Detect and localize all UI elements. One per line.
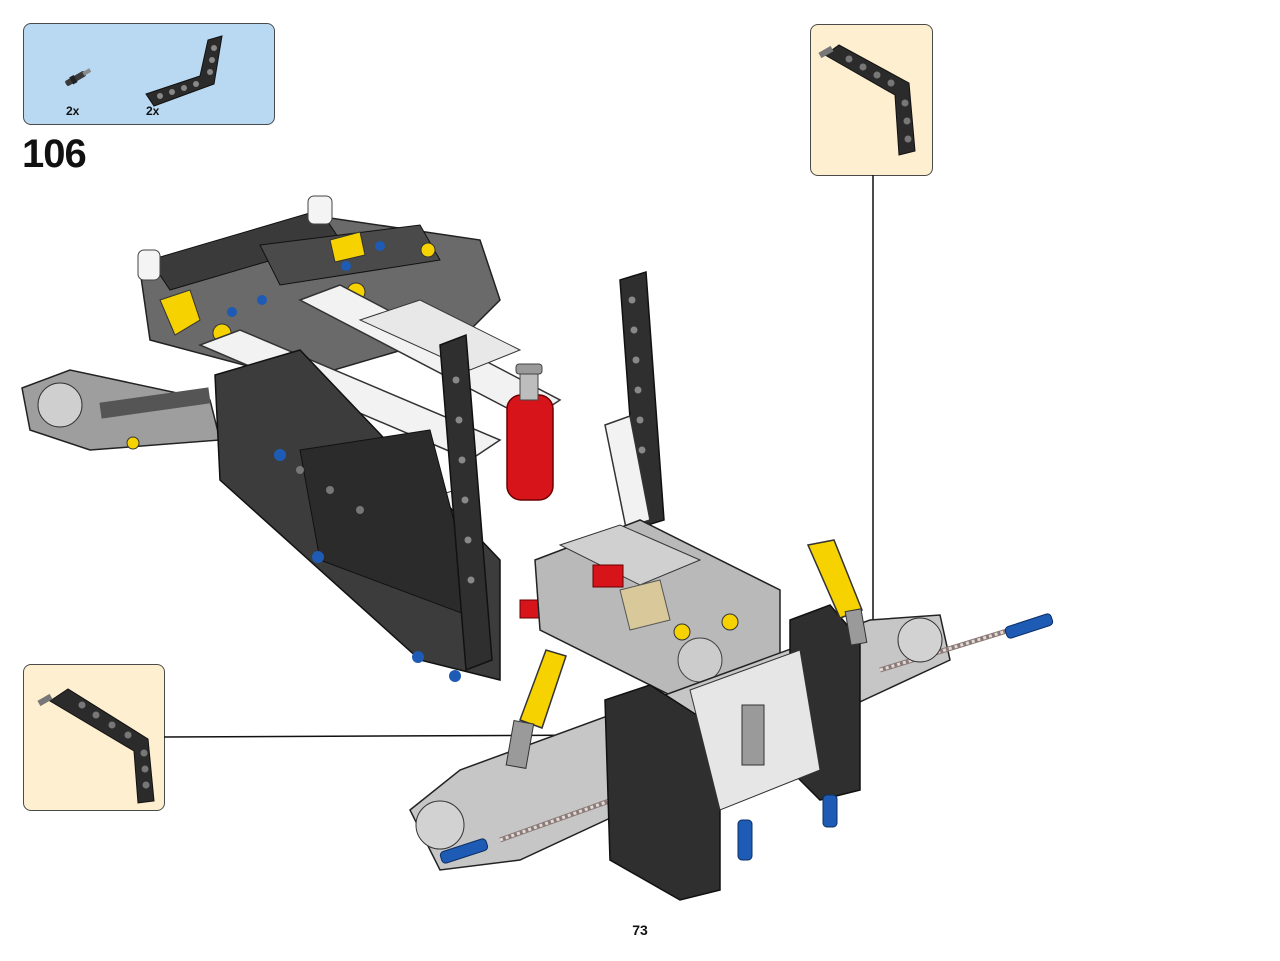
part-quantity-axle-pin: 2x — [66, 104, 80, 118]
front-cross-beams — [604, 604, 861, 901]
part-quantity-l-beam: 2x — [146, 104, 160, 118]
axle-pin-icon — [65, 68, 92, 86]
side-panel — [214, 349, 501, 682]
shock-absorbers — [505, 539, 868, 769]
page-number: 73 — [632, 922, 648, 938]
red-tank — [506, 363, 554, 619]
step-number: 106 — [22, 132, 87, 176]
callout-left-leader-line — [163, 729, 614, 742]
callout-right-art — [818, 44, 916, 156]
l-beam-icon — [145, 35, 223, 107]
callout-left-l-beam — [23, 664, 165, 811]
parts-list-art — [65, 35, 223, 107]
gearbox — [534, 519, 781, 701]
vertical-beams — [439, 271, 665, 672]
callout-left-art — [37, 688, 155, 804]
parts-list-box: 2x 2x — [23, 23, 275, 125]
callout-right-l-beam — [810, 24, 933, 176]
